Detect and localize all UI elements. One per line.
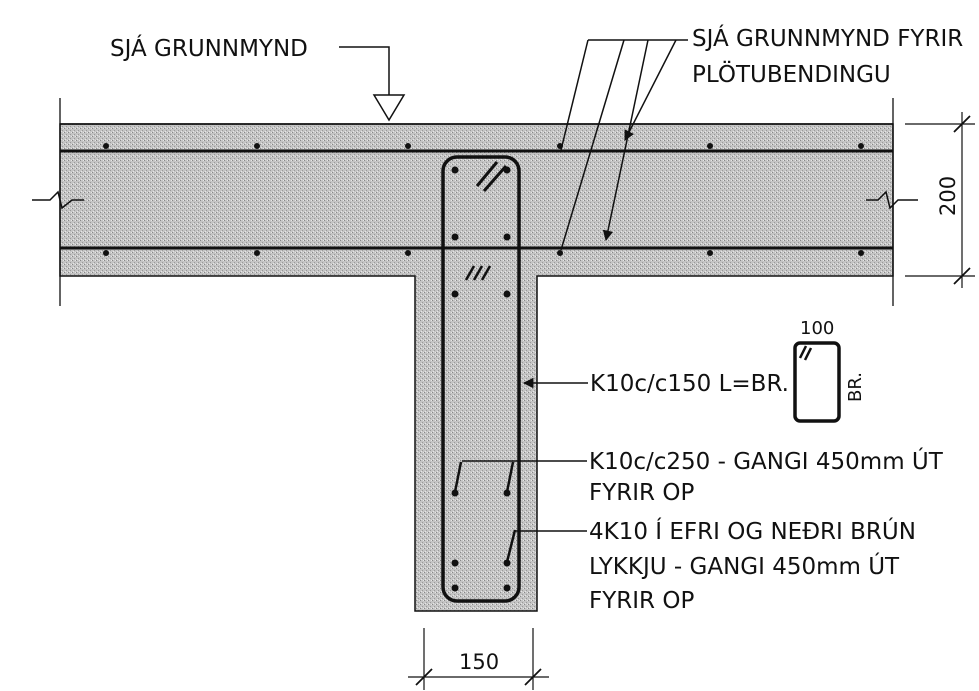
slab-bottom-bar-dots <box>103 250 864 256</box>
detail-hook-1 <box>798 345 808 359</box>
leader-slab-4 <box>624 39 677 141</box>
leader-see-plan <box>339 46 390 95</box>
beam-stirrup <box>441 155 521 603</box>
hook-mark-2 <box>472 265 484 281</box>
dim-150-tick-left <box>415 668 433 686</box>
hook-mark-1 <box>464 265 476 281</box>
detail-width-value: 100 <box>800 318 834 339</box>
beam-spacer-bar-1 <box>453 461 463 493</box>
stirrup-detail-shape <box>793 341 841 423</box>
leader-slab-2 <box>560 39 625 251</box>
detail-height-value: BR. <box>845 372 866 402</box>
break-symbol-left <box>32 190 84 210</box>
break-symbol-right <box>866 190 918 210</box>
dim-150-tick-right <box>524 668 542 686</box>
label-see-plan-slab-line2: PLÖTUBENDINGU <box>692 60 891 88</box>
label-bar-spacing-line1: K10c/c250 - GANGI 450mm ÚT <box>589 447 944 475</box>
leader-slab-1 <box>560 39 589 151</box>
detail-hook-2 <box>803 347 813 361</box>
dim-200-tick-top <box>953 115 971 133</box>
dim-200-tick-bottom <box>953 267 971 285</box>
label-edge-bars-line3: FYRIR OP <box>589 588 694 614</box>
beam-spacer-bar-2 <box>505 461 515 493</box>
label-see-plan: SJÁ GRUNNMYND <box>110 34 308 62</box>
hook-mark-3 <box>480 265 492 281</box>
label-edge-bars-line1: 4K10 Í EFRI OG NEÐRI BRÚN <box>589 517 916 545</box>
label-see-plan-slab-line1: SJÁ GRUNNMYND FYRIR <box>692 24 963 52</box>
label-edge-bars-line2: LYKKJU - GANGI 450mm ÚT <box>589 552 900 580</box>
dim-200-value: 200 <box>936 176 960 216</box>
beam-spacer-bar-3 <box>505 529 517 563</box>
dim-150-value: 150 <box>459 650 499 674</box>
stirrup-hook-2 <box>482 165 508 192</box>
beam-bar-dots <box>451 166 511 592</box>
label-stirrup-spec: K10c/c150 L=BR. <box>590 371 789 397</box>
level-marker-triangle <box>372 94 406 122</box>
label-bar-spacing-line2: FYRIR OP <box>589 480 694 506</box>
stirrup-hook-1 <box>475 161 499 187</box>
